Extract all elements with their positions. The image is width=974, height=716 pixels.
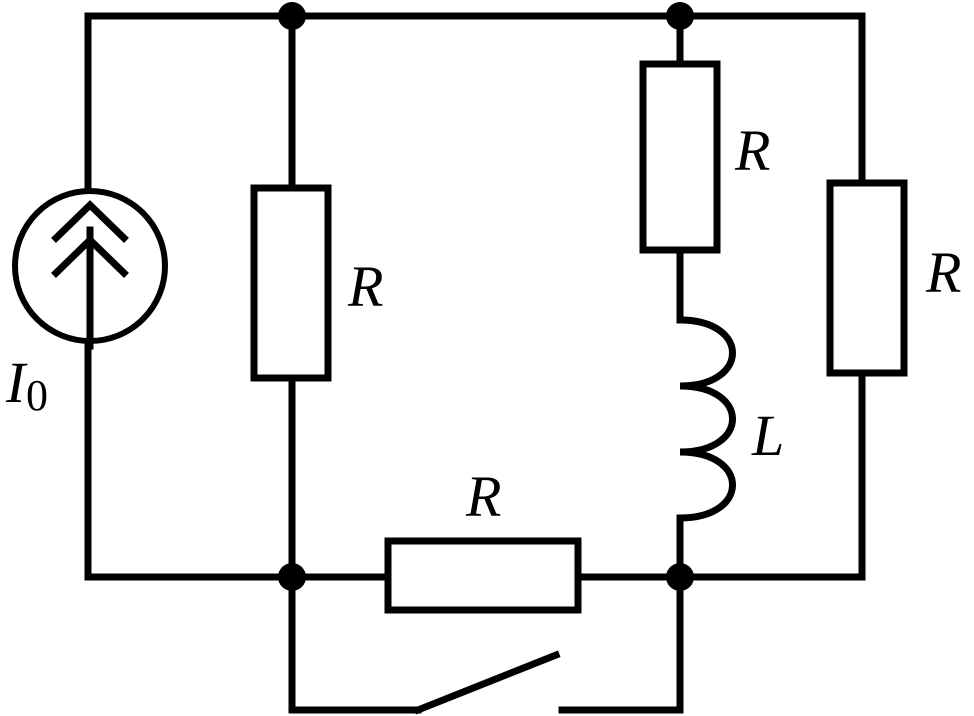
inductor-coil (676, 316, 736, 522)
switch-wire-left (288, 573, 422, 714)
label-r-bottom: R (465, 464, 501, 529)
switch-blade (413, 650, 561, 715)
label-r-far-right: R (925, 240, 961, 305)
current-source-chevron-upper (51, 200, 129, 243)
node-top-right (666, 2, 694, 30)
resistor-upper-right (639, 60, 721, 254)
resistor-middle (250, 184, 332, 382)
label-r-upper-right: R (734, 118, 770, 183)
node-bottom-middle (278, 563, 306, 591)
label-source: I (5, 350, 28, 415)
node-top-middle (278, 2, 306, 30)
resistor-bottom (384, 537, 582, 614)
node-bottom-right (666, 563, 694, 591)
label-r-middle: R (347, 254, 383, 319)
current-source-chevron-lower (51, 235, 129, 278)
switch-wire-right (558, 573, 684, 714)
label-inductor: L (751, 403, 784, 468)
label-source-subscript: 0 (26, 371, 48, 420)
resistor-far-right (826, 179, 908, 377)
current-source-icon (12, 188, 168, 350)
wires (84, 12, 866, 714)
